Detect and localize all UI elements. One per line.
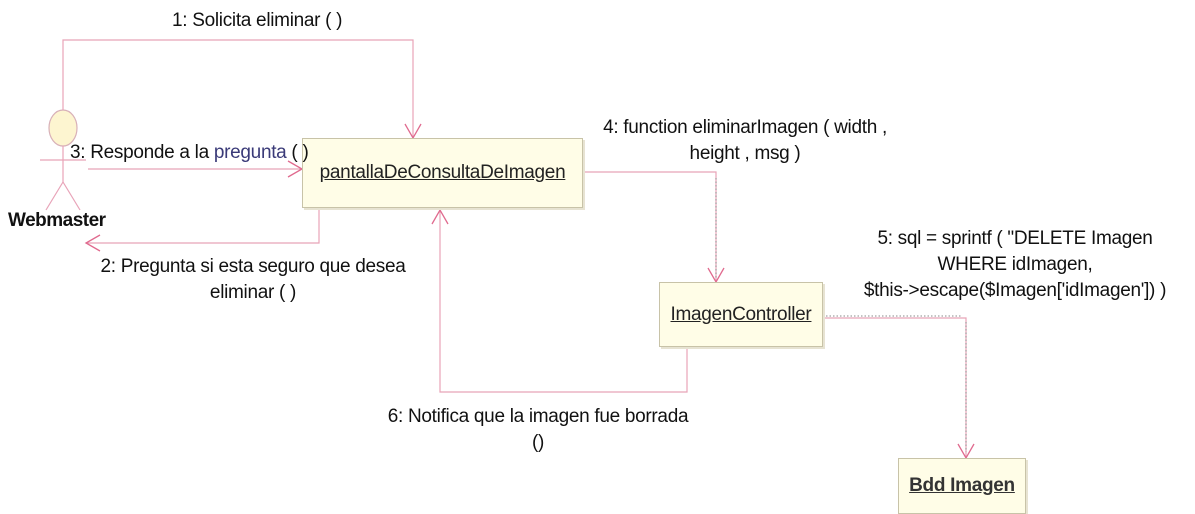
- message-3-prefix: 3: Responde a la: [70, 142, 214, 163]
- bdd-imagen-label: Bdd Imagen: [909, 475, 1015, 496]
- link-pregunta: [86, 207, 320, 244]
- message-3-label: 3: Responde a la pregunta ( ): [70, 140, 309, 166]
- message-4-label: 4: function eliminarImagen ( width , hei…: [575, 115, 915, 167]
- message-2-label: 2: Pregunta si esta seguro que desea eli…: [88, 254, 418, 306]
- link-solicita-eliminar: [62, 39, 414, 138]
- bdd-imagen-object[interactable]: Bdd Imagen: [898, 458, 1026, 514]
- link-eliminar-imagen: [583, 171, 717, 282]
- message-3-word: pregunta: [213, 142, 287, 163]
- imagen-controller-label: ImagenController: [670, 303, 812, 325]
- message-3-suffix: ( ): [286, 142, 309, 163]
- message-6-line2: (): [531, 432, 545, 453]
- arrowhead-2: [84, 234, 101, 252]
- message-5-label: 5: sql = sprintf ( "DELETE Imagen WHERE …: [830, 226, 1195, 304]
- pantalla-object-label: pantallaDeConsultaDeImagen: [319, 162, 566, 183]
- message-5-line3: $this->escape($Imagen['idImagen']) ): [863, 280, 1167, 301]
- message-4-line1: 4: function eliminarImagen ( width ,: [603, 117, 887, 138]
- pantalla-object[interactable]: pantallaDeConsultaDeImagen: [302, 138, 583, 208]
- message-5-line2: WHERE idImagen,: [937, 254, 1093, 275]
- link-sql: [823, 317, 967, 458]
- arrowhead-6: [431, 208, 449, 225]
- message-6-line1: 6: Notifica que la imagen fue borrada: [387, 406, 689, 427]
- link-notifica: [439, 210, 688, 393]
- webmaster-actor-icon: [40, 109, 86, 211]
- message-4-line2: height , msg ): [689, 143, 801, 164]
- imagen-controller-object[interactable]: ImagenController: [659, 282, 823, 347]
- message-5-line1: 5: sql = sprintf ( "DELETE Imagen: [877, 228, 1153, 249]
- message-6-label: 6: Notifica que la imagen fue borrada (): [358, 404, 718, 456]
- message-2-line2: eliminar ( ): [209, 282, 297, 303]
- message-1-label: 1: Solicita eliminar ( ): [172, 10, 343, 31]
- actor-name: Webmaster: [8, 210, 106, 231]
- message-2-line1: 2: Pregunta si esta seguro que desea: [100, 256, 406, 277]
